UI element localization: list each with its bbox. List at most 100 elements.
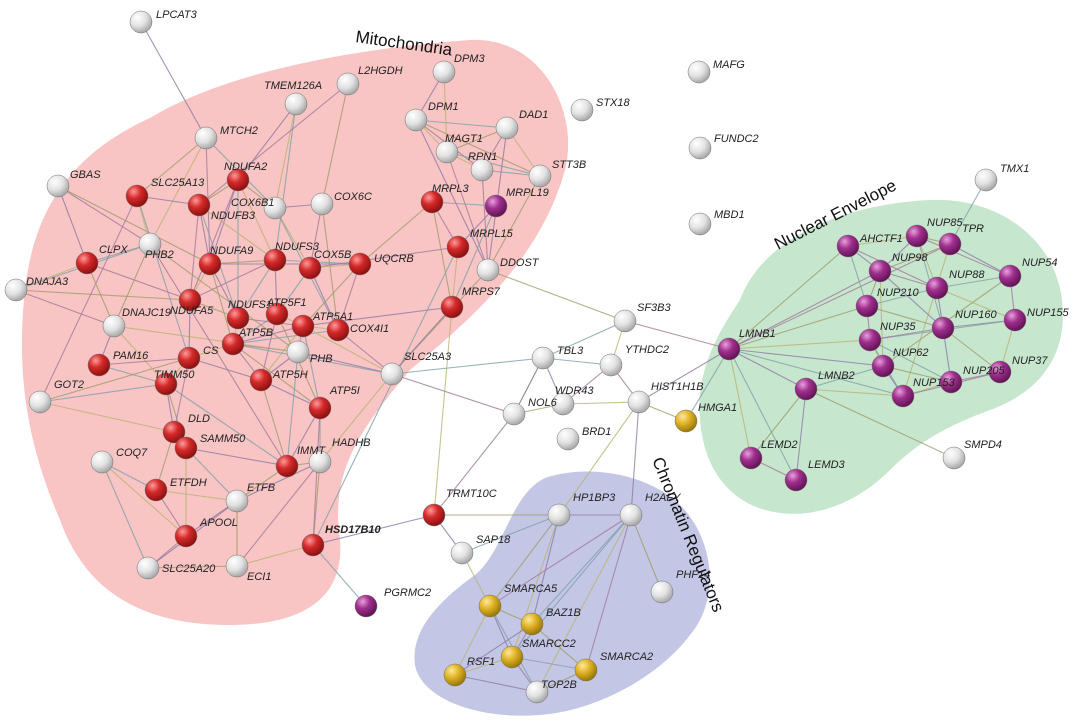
node-sphere[interactable] — [226, 306, 250, 330]
node-ythdc2[interactable]: YTHDC2 — [599, 344, 669, 377]
node-hp1bp3[interactable]: HP1BP3 — [547, 492, 616, 527]
node-dnaja3[interactable]: DNAJA3 — [4, 276, 69, 302]
node-sphere[interactable] — [90, 450, 114, 474]
node-apool[interactable]: APOOL — [174, 517, 238, 548]
node-nup155[interactable]: NUP155 — [1003, 307, 1069, 332]
node-sphere[interactable] — [326, 318, 350, 342]
node-mrpl15[interactable]: MRPL15 — [446, 228, 514, 259]
node-sphere[interactable] — [674, 409, 698, 433]
node-sphere[interactable] — [502, 402, 526, 426]
node-sphere[interactable] — [525, 680, 549, 704]
node-sphere[interactable] — [154, 372, 178, 396]
node-lemd3[interactable]: LEMD3 — [784, 459, 846, 492]
node-ndufa5[interactable]: NDUFA5 — [170, 288, 214, 317]
node-sphere[interactable] — [308, 450, 332, 474]
node-sphere[interactable] — [520, 612, 544, 636]
node-nol6[interactable]: NOL6 — [502, 397, 558, 426]
node-dpm3[interactable]: DPM3 — [432, 53, 485, 84]
node-sphere[interactable] — [286, 340, 310, 364]
node-sphere[interactable] — [836, 234, 860, 258]
node-sphere[interactable] — [974, 168, 998, 192]
node-sphere[interactable] — [102, 314, 126, 338]
node-hist1h1b[interactable]: HIST1H1B — [627, 381, 704, 414]
node-sphere[interactable] — [858, 328, 882, 352]
node-got2[interactable]: GOT2 — [28, 379, 84, 414]
node-sphere[interactable] — [556, 427, 580, 451]
node-sphere[interactable] — [687, 60, 711, 84]
node-gbas[interactable]: GBAS — [46, 169, 101, 198]
node-top2b[interactable]: TOP2B — [525, 679, 577, 704]
node-sphere[interactable] — [938, 232, 962, 256]
node-sphere[interactable] — [650, 580, 674, 604]
node-sphere[interactable] — [226, 168, 250, 192]
node-sphere[interactable] — [942, 446, 966, 470]
node-sphere[interactable] — [198, 252, 222, 276]
node-cox4i1[interactable]: COX4I1 — [326, 318, 389, 342]
node-sphere[interactable] — [308, 396, 332, 420]
node-mtch2[interactable]: MTCH2 — [194, 125, 258, 150]
node-mbd1[interactable]: MBD1 — [688, 209, 745, 236]
node-sphere[interactable] — [298, 256, 322, 280]
node-sphere[interactable] — [931, 316, 955, 340]
node-nup85[interactable]: NUP85 — [905, 217, 963, 248]
node-sphere[interactable] — [177, 346, 201, 370]
node-sphere[interactable] — [1003, 308, 1027, 332]
node-sphere[interactable] — [265, 302, 289, 326]
node-lmnb2[interactable]: LMNB2 — [794, 370, 855, 401]
node-nup88[interactable]: NUP88 — [925, 269, 985, 300]
node-sphere[interactable] — [484, 194, 508, 218]
node-sphere[interactable] — [739, 446, 763, 470]
node-phb[interactable]: PHB — [286, 340, 333, 365]
node-sphere[interactable] — [688, 136, 712, 160]
node-rpn1[interactable]: RPN1 — [468, 151, 497, 182]
node-sphere[interactable] — [178, 288, 202, 312]
node-nup37[interactable]: NUP37 — [988, 355, 1048, 384]
node-sphere[interactable] — [221, 332, 245, 356]
node-mrpl19[interactable]: MRPL19 — [484, 187, 549, 218]
node-atp5f1[interactable]: ATP5F1 — [265, 297, 307, 326]
node-cox5b[interactable]: COX5B — [298, 249, 351, 280]
node-cox6b1[interactable]: COX6B1 — [231, 196, 287, 220]
node-pam16[interactable]: PAM16 — [87, 350, 149, 377]
node-sphere[interactable] — [784, 468, 808, 492]
node-dld[interactable]: DLD — [162, 413, 210, 444]
node-sphere[interactable] — [478, 594, 502, 618]
node-ahctf1[interactable]: AHCTF1 — [836, 233, 903, 258]
node-sphere[interactable] — [450, 541, 474, 565]
node-sphere[interactable] — [174, 524, 198, 548]
node-lpcat3[interactable]: LPCAT3 — [129, 9, 198, 34]
node-immt[interactable]: IMMT — [275, 445, 326, 478]
node-sphere[interactable] — [138, 232, 162, 256]
node-ndufb3[interactable]: NDUFB3 — [187, 193, 256, 222]
node-sphere[interactable] — [4, 278, 28, 302]
node-dnajc19[interactable]: DNAJC19 — [102, 307, 171, 338]
node-sphere[interactable] — [574, 658, 598, 682]
node-sphere[interactable] — [495, 116, 519, 140]
node-brd1[interactable]: BRD1 — [556, 426, 611, 451]
node-atp5b[interactable]: ATP5B — [221, 327, 273, 356]
node-ddost[interactable]: DDOST — [476, 257, 540, 282]
node-sphere[interactable] — [225, 489, 249, 513]
node-lemd2[interactable]: LEMD2 — [739, 439, 798, 470]
node-nup210[interactable]: NUP210 — [855, 287, 919, 318]
node-sphere[interactable] — [162, 420, 186, 444]
node-sphere[interactable] — [194, 126, 218, 150]
node-nup98[interactable]: NUP98 — [868, 252, 928, 283]
node-sphere[interactable] — [187, 193, 211, 217]
node-sphere[interactable] — [446, 235, 470, 259]
node-sphere[interactable] — [263, 248, 287, 272]
node-hsd17b10[interactable]: HSD17B10 — [301, 524, 382, 557]
node-sphere[interactable] — [336, 72, 360, 96]
node-sphere[interactable] — [547, 503, 571, 527]
node-sphere[interactable] — [794, 377, 818, 401]
node-sphere[interactable] — [432, 60, 456, 84]
node-hmga1[interactable]: HMGA1 — [674, 402, 737, 433]
node-sphere[interactable] — [613, 309, 637, 333]
node-phf14[interactable]: PHF14 — [650, 569, 710, 604]
node-smarca2[interactable]: SMARCA2 — [574, 651, 653, 682]
node-sphere[interactable] — [500, 645, 524, 669]
node-sphere[interactable] — [627, 390, 651, 414]
node-slc25a13[interactable]: SLC25A13 — [125, 177, 205, 208]
node-sphere[interactable] — [380, 362, 404, 386]
node-sphere[interactable] — [925, 276, 949, 300]
